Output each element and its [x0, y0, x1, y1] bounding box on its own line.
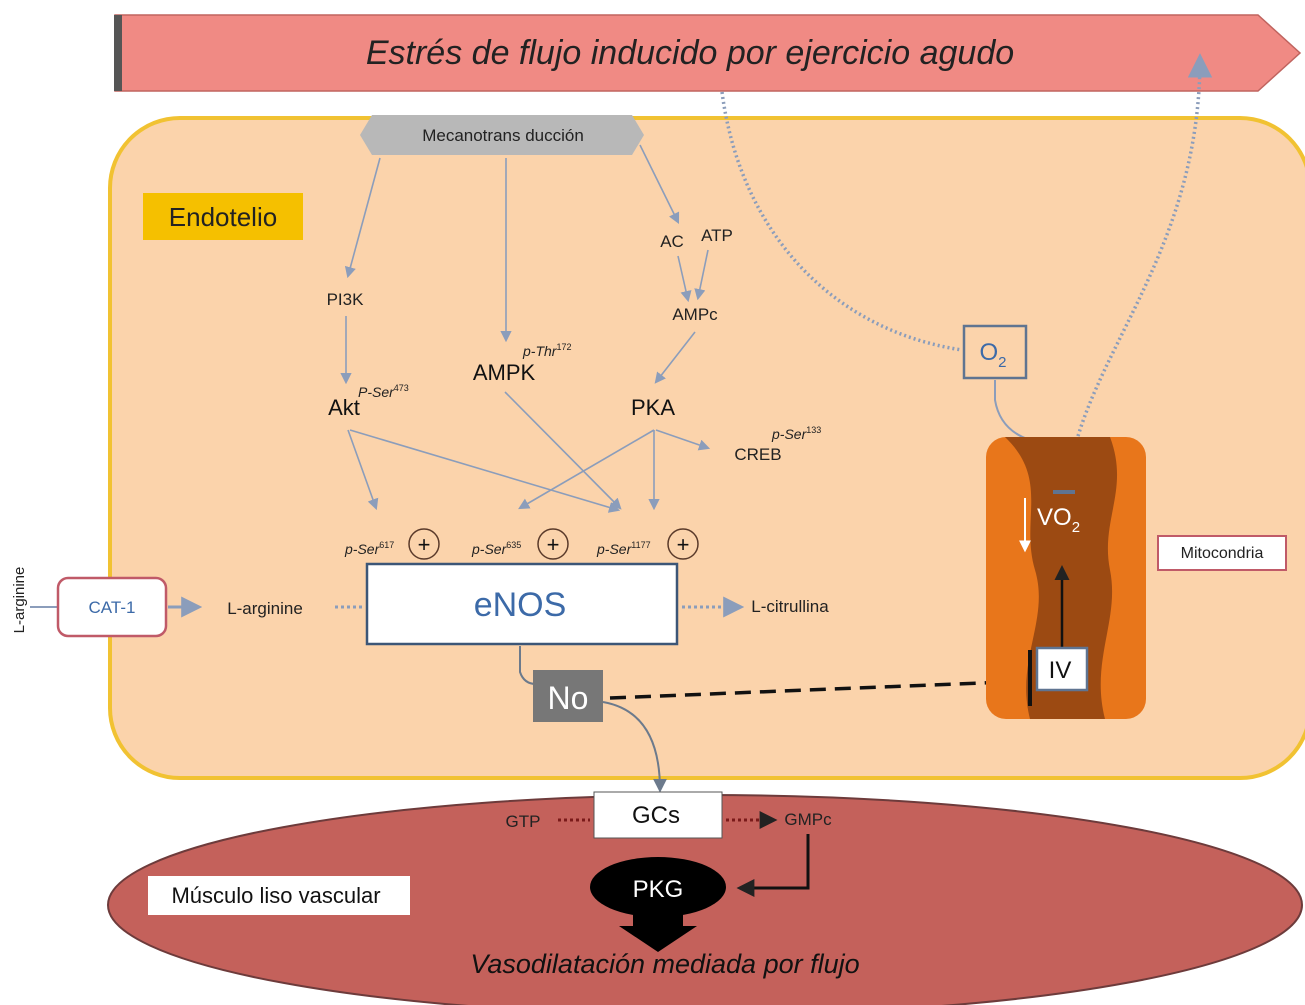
- svg-text:p-Ser617: p-Ser617: [344, 540, 394, 557]
- o2-to-banner-dots: [1066, 53, 1213, 486]
- svg-text:p-Ser635: p-Ser635: [471, 540, 521, 557]
- no-box: [533, 670, 603, 722]
- gmpc-to-pkg-arrow: [736, 834, 810, 897]
- outside-l-arginine-label: L-arginine: [11, 567, 28, 634]
- enos-label: eNOS: [474, 586, 567, 624]
- pka-label: PKA: [631, 395, 675, 420]
- svg-text:+: +: [547, 532, 560, 557]
- no-inhibits-complex-iv: [609, 679, 1031, 700]
- cat1-label: CAT-1: [89, 598, 136, 617]
- ampc-label: AMPc: [672, 305, 718, 324]
- inside-l-arginine-label: L-arginine: [227, 599, 303, 618]
- enos-site-635: p-Ser635 +: [471, 528, 569, 560]
- gcs-box: [593, 791, 723, 839]
- o2-label: O2: [979, 339, 1006, 371]
- enos-site-617: p-Ser617 +: [344, 528, 440, 560]
- vo2-label: VO2: [1037, 504, 1080, 536]
- akt-label: Akt: [328, 395, 360, 420]
- gcs-label: GCs: [632, 802, 680, 829]
- complex-iv-label: IV: [1049, 657, 1072, 684]
- no-to-gcs-arrow: [602, 701, 667, 793]
- pkg-ellipse: [590, 857, 726, 917]
- pkg-down-arrow: [619, 912, 697, 952]
- mechanotransduction-box: [360, 115, 644, 155]
- gtp-label: GTP: [506, 812, 541, 831]
- no-label: No: [548, 680, 589, 716]
- atp-label: ATP: [701, 226, 733, 245]
- smooth-muscle-label-box: [148, 876, 410, 915]
- mitochondria-label: Mitocondria: [1181, 545, 1264, 562]
- flow-stress-banner: Estrés de flujo inducido por ejercicio a…: [114, 14, 1302, 92]
- smooth-muscle-label: Músculo liso vascular: [171, 883, 380, 908]
- creb-label: CREB: [734, 445, 781, 464]
- ampk-site: p-Thr172: [522, 342, 571, 359]
- svg-text:+: +: [677, 532, 690, 557]
- mechanotransduction-label: Mecanotrans ducción: [422, 126, 584, 145]
- akt-site: P-Ser473: [358, 383, 409, 400]
- ampk-label: AMPK: [473, 360, 536, 385]
- endothelium-label-box: [143, 193, 303, 240]
- pi3k-label: PI3K: [327, 290, 365, 309]
- svg-text:+: +: [418, 532, 431, 557]
- signal-arrows: [340, 144, 711, 513]
- l-citrulline-label: L-citrullina: [751, 597, 829, 616]
- creb-site: p-Ser133: [771, 425, 821, 442]
- banner-text: Estrés de flujo inducido por ejercicio a…: [366, 34, 1014, 72]
- enos-site-1177: p-Ser1177 +: [596, 528, 699, 560]
- pkg-label: PKG: [633, 876, 684, 903]
- svg-text:p-Ser1177: p-Ser1177: [596, 540, 651, 557]
- endothelium-label: Endotelio: [169, 202, 277, 232]
- vasodilation-label: Vasodilatación mediada por flujo: [470, 949, 859, 979]
- o2-box: [962, 324, 1028, 380]
- mitochondria-label-box: [1157, 535, 1287, 571]
- ac-label: AC: [660, 232, 684, 251]
- gmpc-label: GMPc: [784, 810, 832, 829]
- complex-iv-box: [1035, 646, 1089, 692]
- enos-box: [365, 562, 679, 646]
- cat1-box: [56, 576, 168, 638]
